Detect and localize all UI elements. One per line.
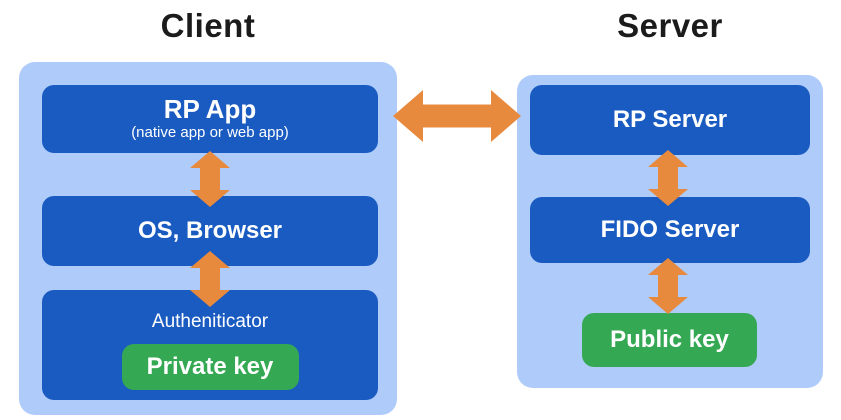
fido-server-label: FIDO Server (600, 216, 740, 244)
node-fido-server: FIDO Server (530, 197, 810, 263)
client-container: RP App (native app or web app) OS, Brows… (19, 62, 397, 415)
rp-app-label: RP App (163, 94, 257, 125)
os-browser-label: OS, Browser (137, 217, 283, 245)
rp-app-sublabel: (native app or web app) (131, 123, 289, 141)
double-arrow-rpserver-fidoserver-icon (648, 150, 688, 206)
node-authenticator: Autheniticator Private key (42, 290, 378, 400)
double-arrow-fidoserver-publickey-icon (648, 258, 688, 314)
double-arrow-osbrowser-authenticator-icon (190, 251, 230, 307)
private-key-box: Private key (121, 344, 299, 390)
double-arrow-client-server-icon (393, 90, 521, 142)
double-arrow-rpapp-osbrowser-icon (190, 151, 230, 207)
node-rp-server: RP Server (530, 85, 810, 155)
authenticator-label: Autheniticator (151, 311, 269, 332)
public-key-box: Public key (582, 313, 757, 367)
public-key-label: Public key (610, 326, 729, 353)
private-key-label: Private key (146, 353, 274, 380)
client-section-title: Client (160, 7, 256, 44)
server-container: RP Server FIDO Server Public key (517, 75, 823, 388)
rp-server-label: RP Server (612, 106, 728, 134)
server-section-title: Server (617, 7, 723, 44)
node-rp-app: RP App (native app or web app) (42, 85, 378, 153)
